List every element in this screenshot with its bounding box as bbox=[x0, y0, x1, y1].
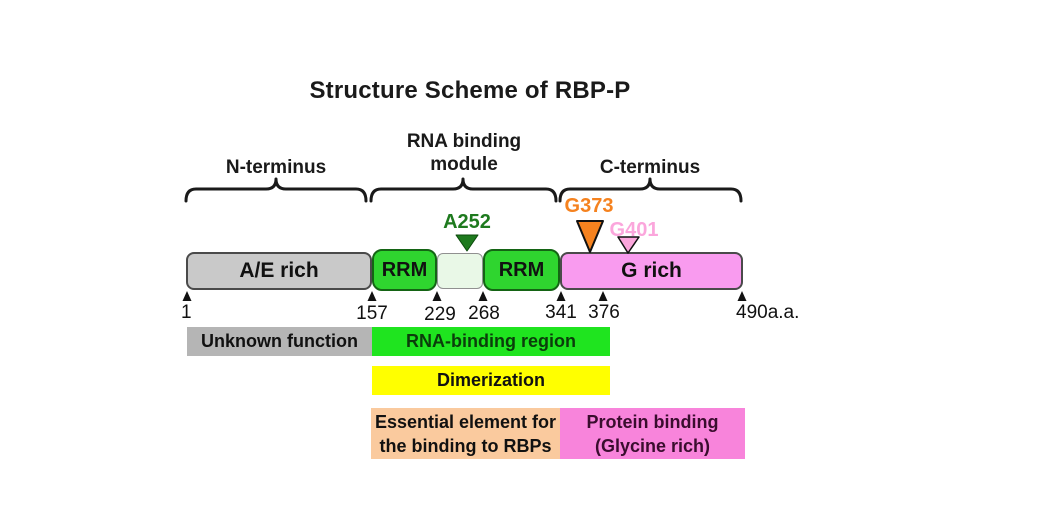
essential-element-line2: the binding to RBPs bbox=[379, 436, 552, 456]
linker-region-box bbox=[437, 253, 483, 289]
c-terminus-label: C-terminus bbox=[599, 157, 701, 178]
ae-rich-domain-box: A/E rich bbox=[186, 252, 372, 290]
rna-binding-module-label: RNA binding module bbox=[364, 130, 564, 176]
figure-title: Structure Scheme of RBP-P bbox=[309, 77, 631, 104]
tick-490-icon bbox=[737, 291, 747, 301]
rna-binding-module-line1: RNA binding bbox=[406, 131, 522, 152]
position-label-341: 341 bbox=[545, 302, 577, 323]
rna-binding-region-bar: RNA-binding region bbox=[372, 327, 610, 356]
position-label-268: 268 bbox=[468, 303, 500, 324]
g-rich-domain-box: G rich bbox=[560, 252, 743, 290]
g401-marker-label: G401 bbox=[609, 219, 659, 241]
rna-binding-module-line2: module bbox=[430, 154, 498, 175]
protein-binding-bar: Protein binding (Glycine rich) bbox=[560, 408, 745, 459]
unknown-function-bar: Unknown function bbox=[187, 327, 372, 356]
essential-element-line1: Essential element for bbox=[374, 412, 557, 432]
rna-binding-module-brace bbox=[369, 177, 558, 203]
n-terminus-brace bbox=[184, 177, 368, 203]
essential-element-bar: Essential element for the binding to RBP… bbox=[371, 408, 560, 459]
tick-157-icon bbox=[367, 291, 377, 301]
protein-binding-line1: Protein binding bbox=[586, 412, 719, 432]
dimerization-bar: Dimerization bbox=[372, 366, 610, 395]
position-label-1: 1 bbox=[181, 302, 192, 323]
tick-376-icon bbox=[598, 291, 608, 301]
g373-marker-label: G373 bbox=[564, 195, 614, 217]
position-label-490aa: 490a.a. bbox=[736, 302, 800, 323]
rrm2-domain-box: RRM bbox=[483, 249, 560, 291]
position-label-157: 157 bbox=[356, 303, 388, 324]
tick-268-icon bbox=[478, 291, 488, 301]
protein-binding-line2: (Glycine rich) bbox=[594, 436, 711, 456]
position-label-229: 229 bbox=[424, 304, 456, 325]
position-label-376: 376 bbox=[588, 302, 620, 323]
n-terminus-label: N-terminus bbox=[225, 157, 327, 178]
tick-341-icon bbox=[556, 291, 566, 301]
a252-marker-label: A252 bbox=[443, 211, 491, 233]
a252-marker-triangle-icon bbox=[455, 234, 479, 252]
tick-229-icon bbox=[432, 291, 442, 301]
tick-1-icon bbox=[182, 291, 192, 301]
rrm1-domain-box: RRM bbox=[372, 249, 437, 291]
